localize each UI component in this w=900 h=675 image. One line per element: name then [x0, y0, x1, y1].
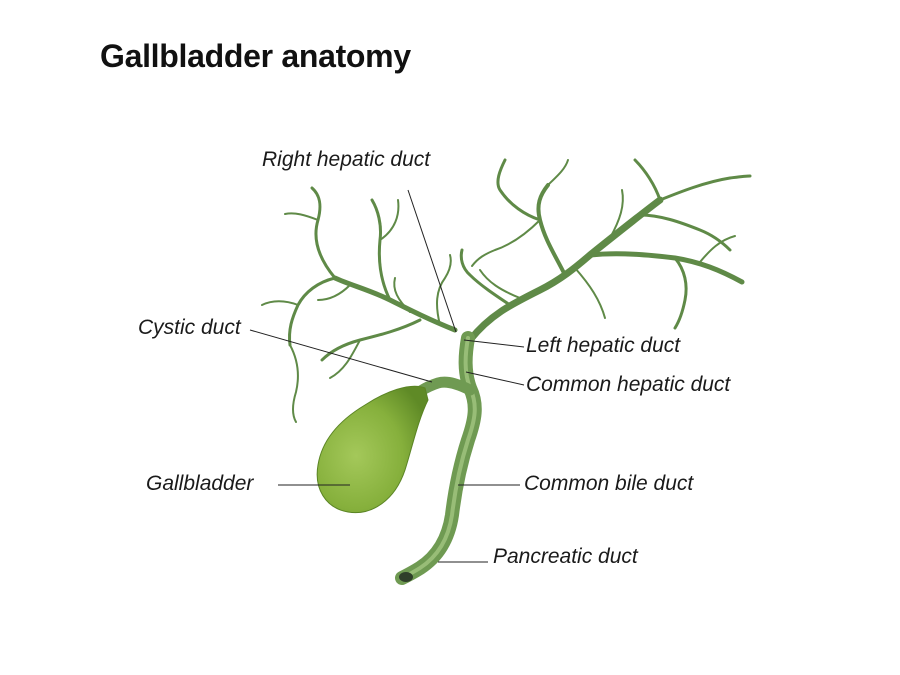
label-left-hepatic-duct: Left hepatic duct — [526, 334, 681, 357]
gallbladder-shape — [316, 385, 429, 514]
right-hepatic-branches — [261, 186, 458, 423]
pancreatic-duct-end — [399, 572, 413, 582]
diagram-title: Gallbladder anatomy — [100, 38, 411, 74]
label-cystic-duct: Cystic duct — [138, 316, 241, 339]
left-hepatic-branches — [459, 158, 752, 344]
leader-lines — [249, 189, 525, 563]
label-common-bile-duct: Common bile duct — [524, 472, 694, 495]
label-gallbladder: Gallbladder — [146, 472, 254, 495]
label-common-hepatic-duct: Common hepatic duct — [526, 373, 731, 396]
label-pancreatic-duct: Pancreatic duct — [493, 545, 638, 568]
label-right-hepatic-duct: Right hepatic duct — [262, 148, 431, 171]
